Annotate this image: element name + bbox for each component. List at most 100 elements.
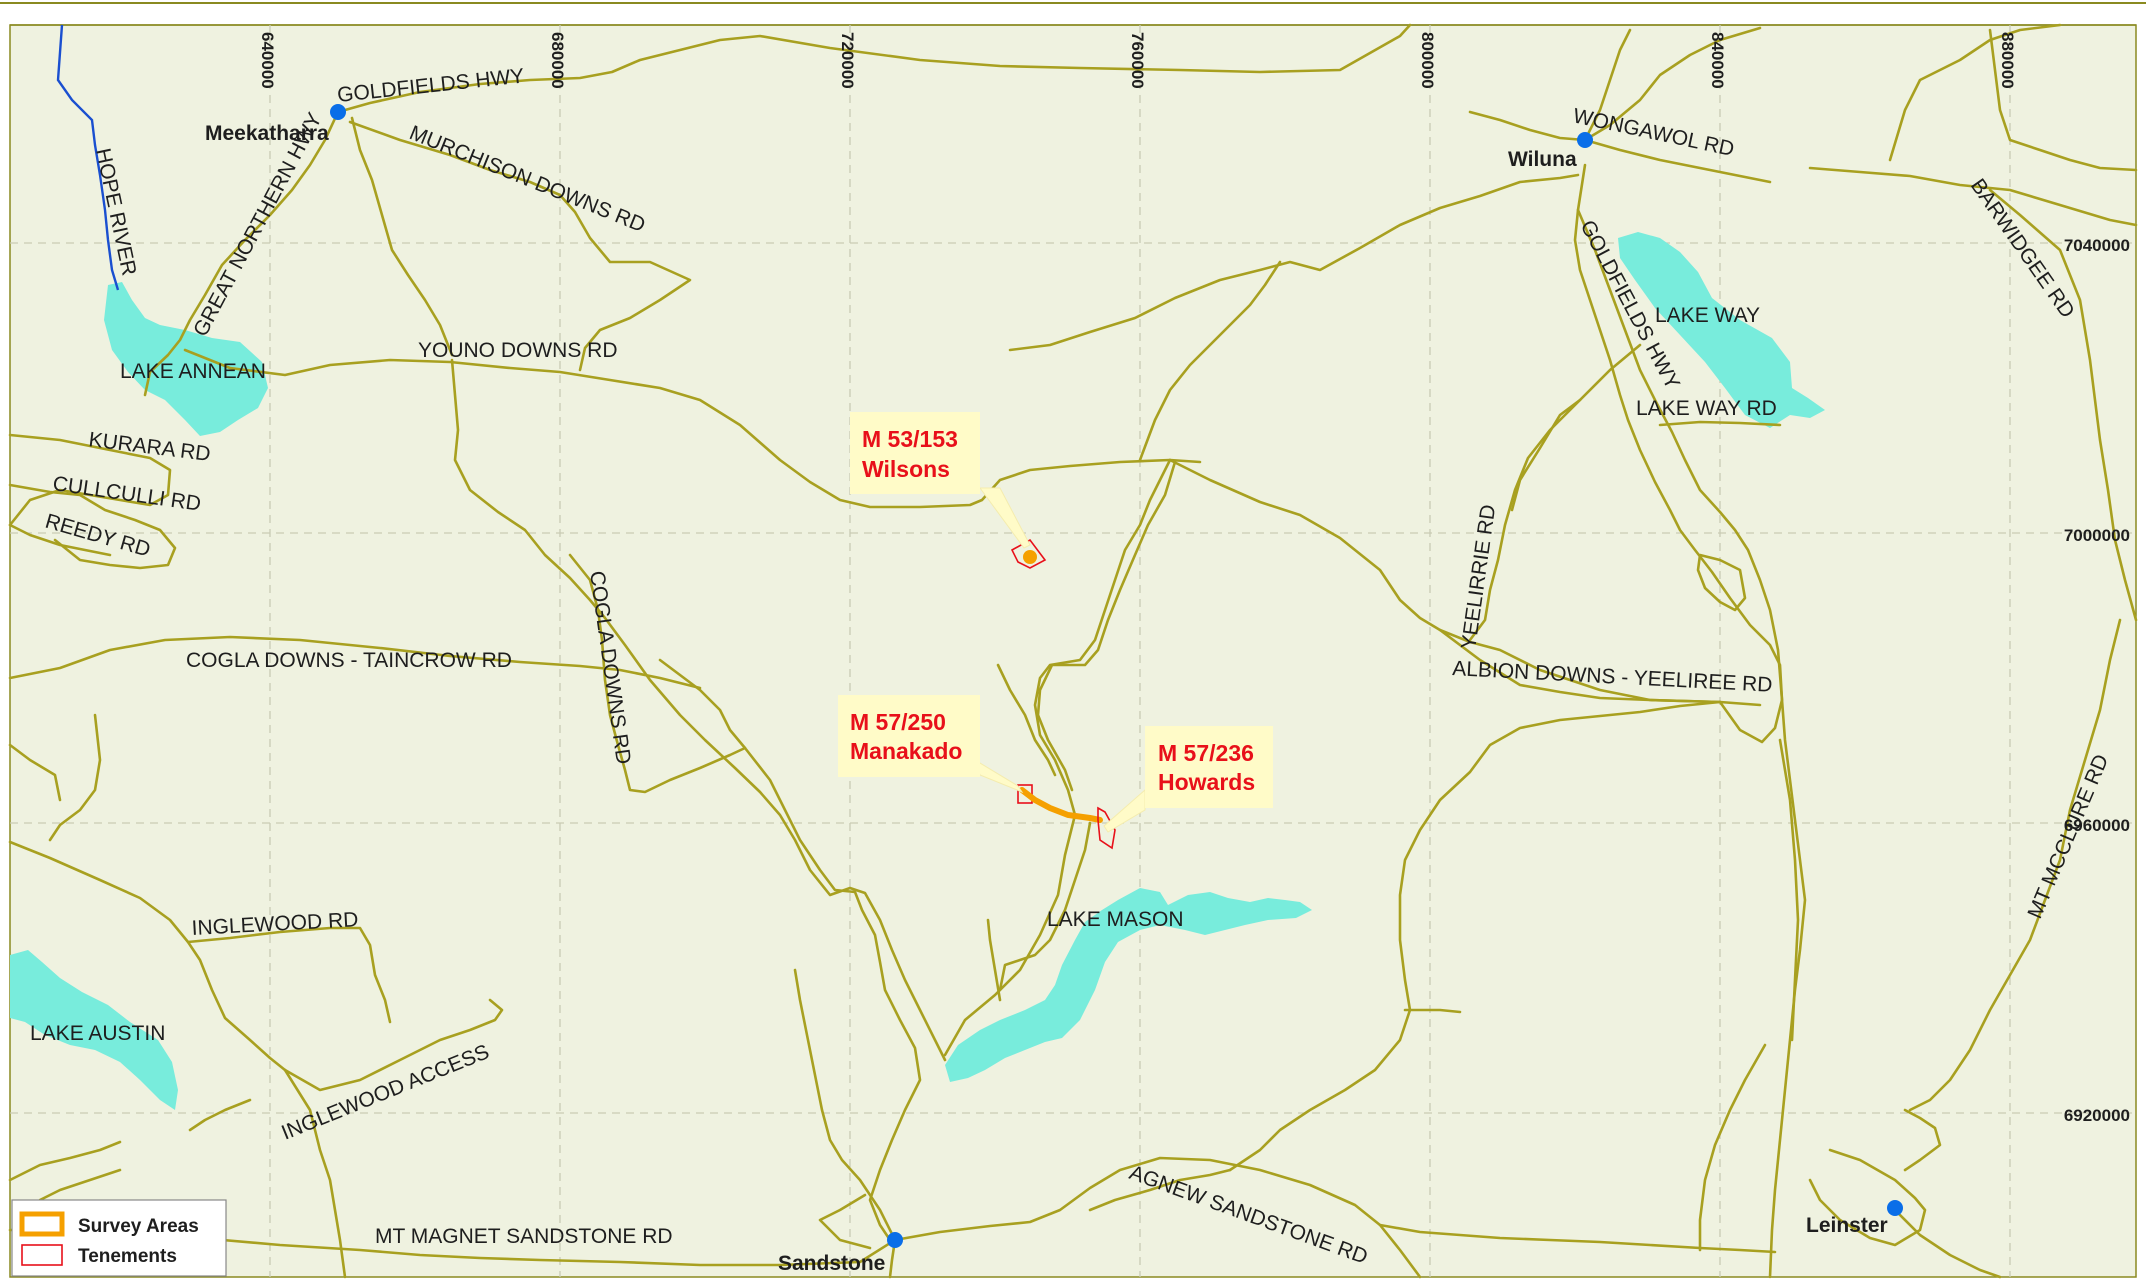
yeelirrie-north-branch [1510,398,1582,512]
agnew-sandstone-rd-line [893,1156,1422,1279]
roads-layer [8,23,2138,1279]
youno-downs-rd-line [183,348,1202,509]
easting-label: 680000 [548,32,567,89]
northing-label: 6920000 [2064,1106,2130,1125]
inglewood-access-line [283,998,504,1092]
town-marker-meekatharra[interactable] [330,104,346,120]
lake-annean-shape [104,282,268,436]
goldfields-hwy-east-line [1576,208,1807,1279]
survey-area-manakado-howards[interactable] [1019,787,1103,823]
yeelirrie-rd-line [1468,343,1642,642]
mt-mcclure-rd-line [1908,618,2122,1112]
great-northern-hwy-line [143,110,340,397]
youno-downs-north-branch [350,116,454,357]
cogla-downs-east-branch [658,658,747,750]
callout-box-manakado[interactable] [838,695,980,777]
inglewood-access-south [283,1068,347,1279]
leinster-east-road [1903,1108,1942,1172]
tenements-layer [1010,538,1116,850]
road-label-cogla-taincrow: COGLA DOWNS - TAINCROW RD [186,649,512,672]
easting-label: 760000 [1128,32,1147,89]
ne-road-2 [1988,28,2138,172]
leinster-south-road [1893,1208,2002,1279]
leinster-road-loop [1808,1148,1927,1247]
tenement-howards[interactable] [1097,806,1116,850]
callout-name-howards: Howards [1158,769,1255,795]
youno-downs-south-branch [450,358,947,1062]
wiluna-north-road [1468,26,1762,142]
legend-swatch-tenements [21,1244,63,1266]
agnew-sandstone-extension [1378,1223,1777,1254]
east-connector [1778,738,1800,1042]
grid-labels: 640000 680000 720000 760000 800000 84000… [258,32,2130,1125]
town-labels: Meekatharra Wiluna Sandstone Leinster [205,122,1888,1275]
town-marker-sandstone[interactable] [887,1232,903,1248]
callout-name-manakado: Manakado [850,738,962,764]
far-west-road [8,743,62,802]
callout-box-howards[interactable] [1145,726,1273,808]
inglewood-rd-east [186,926,392,1024]
south-east-road [1698,1043,1767,1252]
legend-swatch-survey [19,1211,65,1237]
town-label-wiluna: Wiluna [1508,148,1577,171]
easting-label: 720000 [838,32,857,89]
murchison-downs-rd-line [348,120,692,372]
northing-label: 7040000 [2064,236,2130,255]
cogla-downs-rd-line [568,553,747,794]
barwidgee-south-branch [1988,188,2138,622]
callout-name-wilsons: Wilsons [862,456,950,482]
lake-label-way: LAKE WAY [1655,304,1760,327]
lake-labels: LAKE ANNEAN LAKE WAY LAKE MASON LAKE AUS… [30,304,1760,1045]
barwidgee-rd-line [1808,166,2138,227]
lake-austin-shape [10,950,178,1110]
hope-river-line [56,24,120,291]
lake-label-austin: LAKE AUSTIN [30,1022,165,1045]
northing-label: 6960000 [2064,816,2130,835]
legend-label-tenements: Tenements [78,1246,177,1267]
map-background [10,25,2136,1277]
callout-code-manakado: M 57/250 [850,709,946,735]
lake-mason-shape [945,888,1312,1082]
town-label-leinster: Leinster [1806,1214,1888,1237]
callout-box-wilsons[interactable] [850,412,980,494]
central-north-road [1008,173,1580,352]
towns-layer [330,104,1903,1248]
lake-mason-road [1088,1168,1232,1212]
easting-label: 800000 [1418,32,1437,89]
reedy-rd-line [8,523,112,557]
albion-loop [1696,553,1747,612]
sw-road-3 [188,1098,252,1132]
lake-label-mason: LAKE MASON [1047,908,1184,931]
howards-road [998,821,1092,992]
town-marker-wiluna[interactable] [1577,132,1593,148]
town-marker-leinster[interactable] [1887,1200,1903,1216]
ne-curvy-road [1888,23,2062,162]
wiluna-north-loop [1583,28,1632,142]
albion-downs-yeeliree-rd-line [1438,628,1762,707]
legend-label-survey: Survey Areas [78,1216,199,1237]
central-vertical-road [1036,460,1177,792]
town-label-meekatharra: Meekatharra [205,122,329,145]
wiluna-wongawol-rd-line [1583,138,1772,184]
sandstone-nw-road [818,1193,872,1250]
legend: Survey Areas Tenements [11,1199,227,1277]
callout-code-howards: M 57/236 [1158,740,1254,766]
central-south-road-1 [1228,700,1722,1172]
map-frame [9,24,2137,1278]
road-label-mt-magnet-sandstone: MT MAGNET SANDSTONE RD [375,1225,673,1248]
sw-road-2 [38,1168,122,1202]
survey-area-wilsons[interactable] [1023,550,1037,564]
road-ne-curve [996,663,1057,777]
road-label-lake-way: LAKE WAY RD [1636,397,1777,420]
easting-label: 640000 [258,32,277,89]
north-central-road [1138,260,1282,462]
goldfields-hwy-north-line [336,23,1412,114]
yeeliree-branch-road [1168,458,1722,704]
lake-way-shape [1618,232,1825,428]
cogla-downs-taincrow-rd-line [8,635,702,690]
central-meridian-road [943,458,1172,1057]
lake-label-annean: LAKE ANNEAN [120,360,266,383]
easting-label: 880000 [1998,32,2017,89]
